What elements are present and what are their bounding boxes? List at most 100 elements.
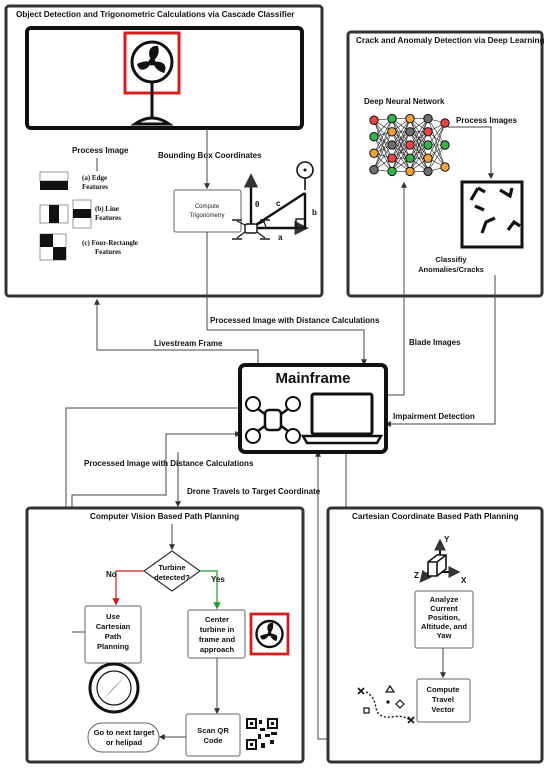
analyze-label-4: Altitude, and [421, 622, 467, 631]
nn-node [405, 166, 415, 177]
edge-features-label-2: Features [82, 183, 108, 191]
panel-title-object-detection: Object Detection and Trigonometric Calcu… [16, 10, 295, 19]
impairment-label: Impairment Detection [393, 412, 475, 421]
nn-node [423, 166, 433, 177]
processed-image-arrow-top [206, 232, 364, 364]
object-detection-panel: Object Detection and Trigonometric Calcu… [4, 4, 324, 298]
scan-label-1: Scan QR [197, 726, 229, 735]
side-c-label: c [276, 199, 281, 208]
no-branch-arrow [112, 570, 144, 606]
blade-images-arrow [386, 181, 407, 396]
monitor-display [25, 26, 304, 130]
decision-label-2: detected? [154, 573, 190, 582]
line-features-label: (b) Line [95, 205, 119, 213]
four-rectangle-features: (c) Four-Rectangle Features [39, 233, 138, 261]
four-rectangle-label-2: Features [95, 248, 121, 256]
deep-neural-network-label: Deep Neural Network [364, 97, 445, 106]
nn-node [423, 113, 433, 124]
axis-x-label: X [461, 576, 467, 585]
nn-node [405, 113, 415, 124]
line-features-label-2: Features [95, 214, 121, 222]
classify-label-1: Classifiy [435, 255, 467, 264]
no-label: No [106, 570, 117, 579]
path-sketch-icon [357, 684, 415, 724]
scan-qr-box [185, 713, 241, 757]
processed-image-label-mid: Processed Image with Distance Calculatio… [84, 459, 254, 468]
axes-cube-icon: Y X Z [414, 535, 467, 585]
turbine-target-icon [249, 612, 290, 656]
impairment-arrow [384, 275, 496, 427]
crack-detection-panel: Crack and Anomaly Detection via Deep Lea… [346, 30, 545, 298]
laptop-icon [300, 392, 384, 445]
nn-node [440, 118, 450, 128]
process-images-arrow [448, 126, 494, 180]
theta-label: θ [255, 200, 259, 209]
process-image-label: Process Image [72, 146, 129, 155]
scan-label-2: Code [204, 736, 223, 745]
qr-code-icon [246, 718, 278, 750]
decision-label-1: Turbine [158, 563, 185, 572]
nn-node [440, 140, 450, 150]
center-label-4: approach [200, 645, 235, 654]
side-a-label: a [278, 233, 283, 242]
trigonometry-figure: θ c b a [232, 161, 317, 242]
compute-travel-vector-box [416, 678, 471, 723]
nn-node [405, 153, 415, 163]
fan-icon [130, 40, 174, 126]
nn-node [405, 127, 415, 137]
center-label-3: frame and [199, 635, 236, 644]
nn-node [369, 132, 379, 142]
center-label-1: Center [205, 615, 229, 624]
nn-node [369, 148, 379, 158]
mainframe-title: Mainframe [275, 370, 350, 387]
compute-trigonometry-box [173, 189, 242, 233]
panel-title-cartesian-path: Cartesian Coordinate Based Path Planning [352, 512, 519, 521]
bounding-box-label: Bounding Box Coordinates [158, 151, 262, 160]
nn-node [405, 140, 415, 150]
nn-node [387, 153, 397, 163]
crack-image-icon [460, 180, 524, 249]
side-b-label: b [312, 208, 317, 217]
edge-features: (a) Edge Features [39, 171, 108, 191]
nn-node [423, 140, 433, 150]
blade-images-label: Blade Images [409, 338, 461, 347]
drone-icon [245, 396, 301, 444]
nn-node [387, 166, 397, 177]
use-label-3: Path [105, 632, 122, 641]
neural-network-icon [369, 113, 450, 177]
analyze-label-1: Analyze [430, 595, 459, 604]
processed-image-label-top: Processed Image with Distance Calculatio… [210, 316, 380, 325]
nn-node [423, 127, 433, 137]
travel-label-3: Vector [431, 705, 454, 714]
process-images-label: Process Images [456, 116, 517, 125]
goto-label-1: Go to next target [94, 728, 155, 737]
panel-title-cv-path: Computer Vision Based Path Planning [90, 512, 239, 521]
turbine-detected-decision [142, 550, 202, 592]
compass-icon [88, 662, 140, 714]
next-target-box [87, 722, 160, 753]
drone-travels-label: Drone Travels to Target Coordinate [187, 487, 321, 496]
nn-node [440, 162, 450, 172]
nn-node [423, 153, 433, 163]
travel-label-2: Travel [432, 695, 454, 704]
line-features: (b) Line Features [39, 199, 121, 229]
analyze-position-box [414, 590, 474, 649]
axis-y-label: Y [444, 535, 450, 544]
yes-label: Yes [211, 575, 225, 584]
yes-branch-arrow [200, 570, 221, 610]
livestream-arrow [94, 298, 259, 365]
use-label-4: Planning [97, 642, 129, 651]
analyze-label-2: Current [430, 604, 458, 613]
nn-node [387, 140, 397, 150]
four-rectangle-label: (c) Four-Rectangle [82, 239, 138, 247]
small-drone-icon [232, 219, 270, 240]
edge-features-label: (a) Edge [82, 174, 107, 182]
cartesian-path-panel: Cartesian Coordinate Based Path Planning… [326, 506, 544, 764]
analyze-label-3: Position, [428, 613, 460, 622]
use-label-1: Use [106, 612, 120, 621]
mainframe-box: Mainframe [238, 363, 388, 454]
nn-node [387, 113, 397, 124]
compute-trig-label-2: Trigonometry [189, 213, 224, 219]
travel-label-1: Compute [427, 685, 460, 694]
nn-node [369, 165, 379, 175]
